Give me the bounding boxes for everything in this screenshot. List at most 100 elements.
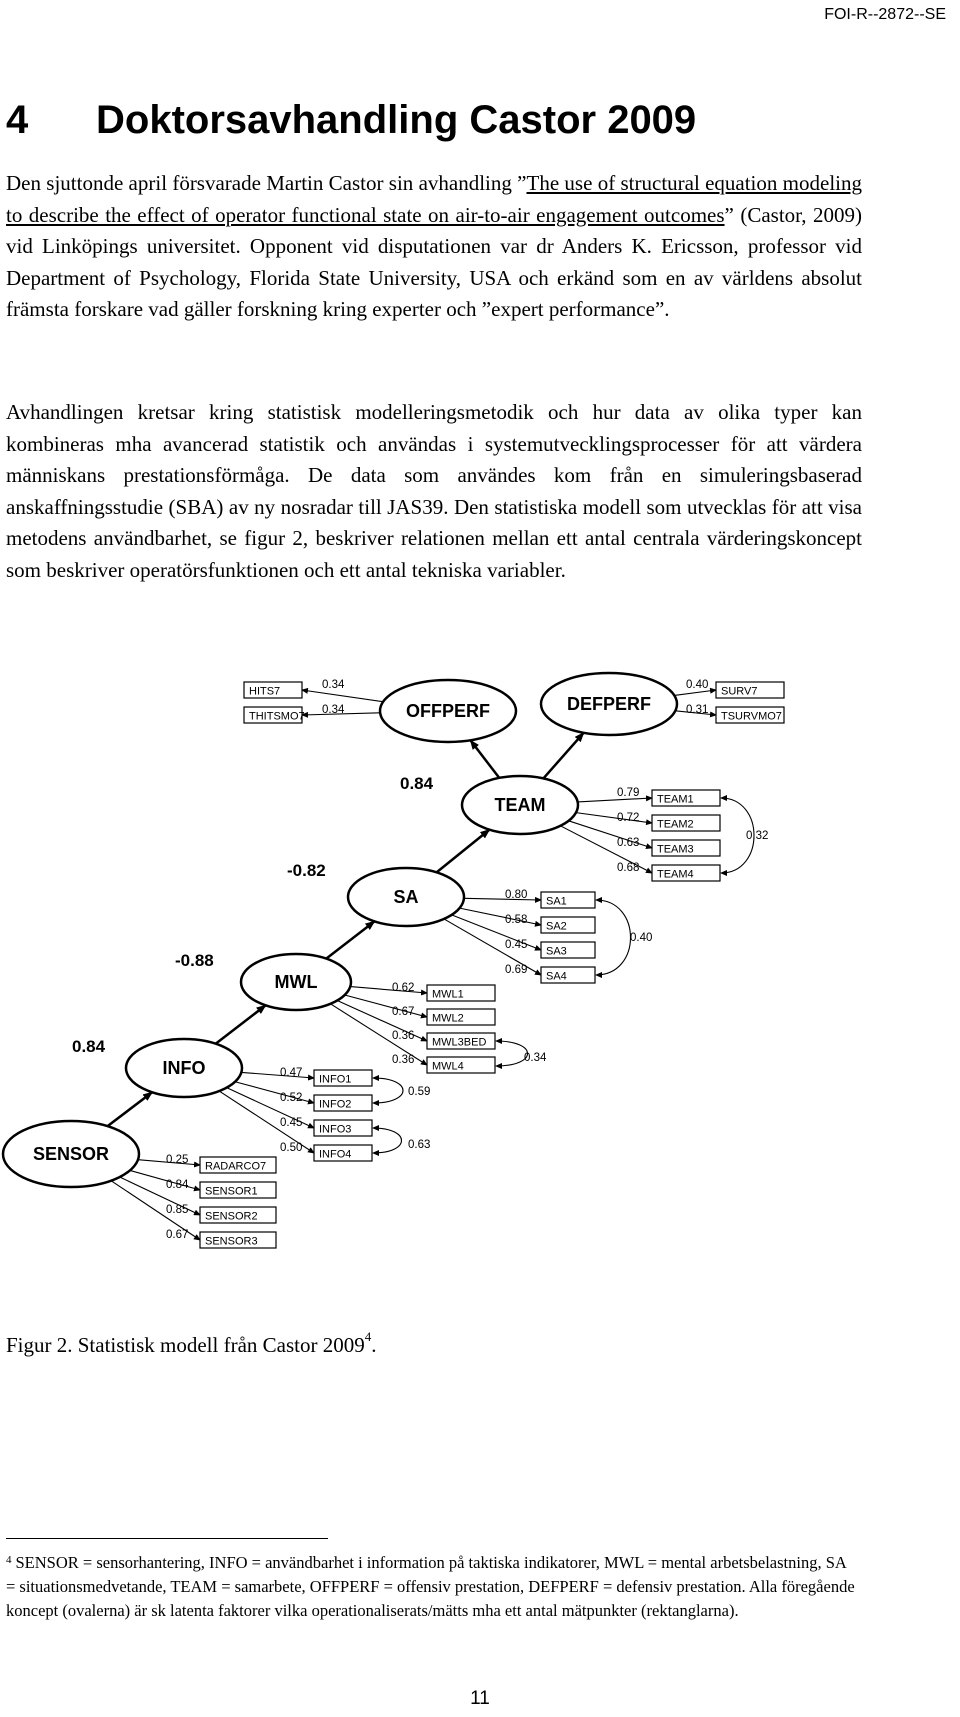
latent-label-mwl: MWL <box>275 972 318 992</box>
loading-value: 0.52 <box>280 1092 302 1104</box>
p2-text: Avhandlingen kretsar kring statistisk mo… <box>6 400 862 582</box>
indicator-label: MWL1 <box>432 989 464 1001</box>
page-number: 11 <box>470 1688 490 1709</box>
p1-before: Den sjuttonde april försvarade Martin Ca… <box>6 171 527 195</box>
latent-label-offperf: OFFPERF <box>406 701 490 721</box>
loading-value: 0.80 <box>505 889 527 901</box>
thesis-title-link[interactable]: The use of structural equation modeling … <box>6 171 863 227</box>
caption-end: . <box>371 1333 377 1357</box>
paragraph-1: Den sjuttonde april försvarade Martin Ca… <box>6 168 862 326</box>
covariance-sa <box>595 897 631 978</box>
indicator-box <box>651 814 721 832</box>
loading-value: 0.36 <box>392 1030 414 1042</box>
indicator-box <box>426 984 496 1002</box>
document-id: FOI-R--2872--SE <box>824 6 946 23</box>
indicator-box <box>651 789 721 807</box>
indicator-box <box>540 891 596 909</box>
loading-arrow <box>575 812 653 826</box>
caption-footnote-ref: 4 <box>364 1329 372 1344</box>
path-arrow-mwl-sa <box>325 920 376 960</box>
indicator-box <box>651 864 721 882</box>
path-arrow-sa-team <box>435 828 491 874</box>
loading-value: 0.69 <box>505 964 527 976</box>
indicator-label: SA1 <box>546 896 567 908</box>
path-arrow-info-mwl <box>214 1004 267 1045</box>
indicator-label: SENSOR1 <box>205 1186 258 1198</box>
section-title: Doktorsavhandling Castor 2009 <box>96 98 697 142</box>
path-coef-info-mwl: -0.88 <box>175 951 214 970</box>
loading-arrow <box>459 907 542 927</box>
indicator-label: SA2 <box>546 921 567 933</box>
indicator-label: TEAM3 <box>657 844 694 856</box>
section-heading: 4 Doktorsavhandling Castor 2009 <box>6 98 696 143</box>
latent-label-sa: SA <box>393 887 418 907</box>
indicator-label: SA3 <box>546 946 567 958</box>
loading-arrow <box>330 1003 428 1066</box>
indicator-label: TEAM4 <box>657 869 694 881</box>
indicator-label: RADARCO7 <box>205 1161 266 1173</box>
latent-info <box>124 1037 244 1099</box>
path-coef-sa-team: 0.84 <box>400 774 434 793</box>
path-coef-mwl-sa: -0.82 <box>287 861 326 880</box>
covariance-team-value: 0.32 <box>746 830 768 842</box>
indicator-box <box>651 839 721 857</box>
loading-value: 0.40 <box>686 679 708 691</box>
loading-arrow <box>226 1087 315 1129</box>
loading-value: 0.68 <box>617 862 639 874</box>
loading-arrow <box>344 994 428 1019</box>
indicator-label: SURV7 <box>721 686 757 698</box>
footnote-divider <box>6 1538 328 1539</box>
loading-arrow <box>218 1090 315 1154</box>
loading-arrow <box>110 1180 201 1241</box>
loading-value: 0.25 <box>166 1154 188 1166</box>
footnote-text: SENSOR = sensorhantering, INFO = användb… <box>6 1553 855 1620</box>
loading-arrow <box>119 1176 201 1216</box>
indicator-box <box>199 1156 277 1174</box>
indicator-box <box>313 1069 373 1087</box>
latent-team <box>460 774 580 836</box>
indicator-box <box>540 916 596 934</box>
loading-arrow <box>463 896 542 903</box>
path-arrow-team-offperf <box>469 739 501 779</box>
loading-arrow <box>234 1081 315 1105</box>
indicator-box <box>313 1094 373 1112</box>
latent-defperf <box>539 671 679 737</box>
sem-diagram: 0.84-0.88-0.820.840.660.72TEAM10.79TEAM2… <box>1 671 785 1249</box>
indicator-box <box>540 966 596 984</box>
indicator-box <box>426 1056 496 1074</box>
latent-sa <box>346 866 466 928</box>
indicator-box <box>313 1144 373 1162</box>
indicator-label: TEAM2 <box>657 819 694 831</box>
loading-arrow <box>301 687 384 703</box>
indicator-label: MWL2 <box>432 1013 464 1025</box>
loading-arrow <box>675 710 717 718</box>
covariance-info-top <box>372 1075 404 1106</box>
loading-arrow <box>443 918 542 976</box>
covariance-mwl-value: 0.34 <box>524 1052 547 1064</box>
path-arrow-team-defperf <box>542 731 585 780</box>
indicator-label: INFO4 <box>319 1149 351 1161</box>
indicator-box <box>199 1206 277 1224</box>
indicator-box <box>199 1231 277 1249</box>
loading-arrow <box>674 687 717 696</box>
latent-label-defperf: DEFPERF <box>567 694 651 714</box>
footnote-marker: 4 <box>6 1554 12 1566</box>
indicator-label: INFO2 <box>319 1099 351 1111</box>
section-number: 4 <box>6 98 29 142</box>
covariance-info-top-value: 0.59 <box>408 1086 430 1098</box>
loading-value: 0.45 <box>505 939 527 951</box>
indicator-box <box>540 941 596 959</box>
covariance-sa-value: 0.40 <box>630 932 652 944</box>
indicator-box <box>426 1008 496 1026</box>
loading-value: 0.72 <box>617 812 639 824</box>
loading-arrow <box>129 1169 201 1192</box>
loading-value: 0.45 <box>280 1117 302 1129</box>
indicator-box <box>243 681 303 699</box>
figure-caption: Figur 2. Statistisk modell från Castor 2… <box>6 1329 377 1358</box>
loading-arrow <box>577 795 653 803</box>
latent-mwl <box>239 952 353 1012</box>
path-coef-sensor-info: 0.84 <box>72 1037 106 1056</box>
indicator-label: SENSOR3 <box>205 1236 258 1248</box>
indicator-label: INFO3 <box>319 1124 351 1136</box>
